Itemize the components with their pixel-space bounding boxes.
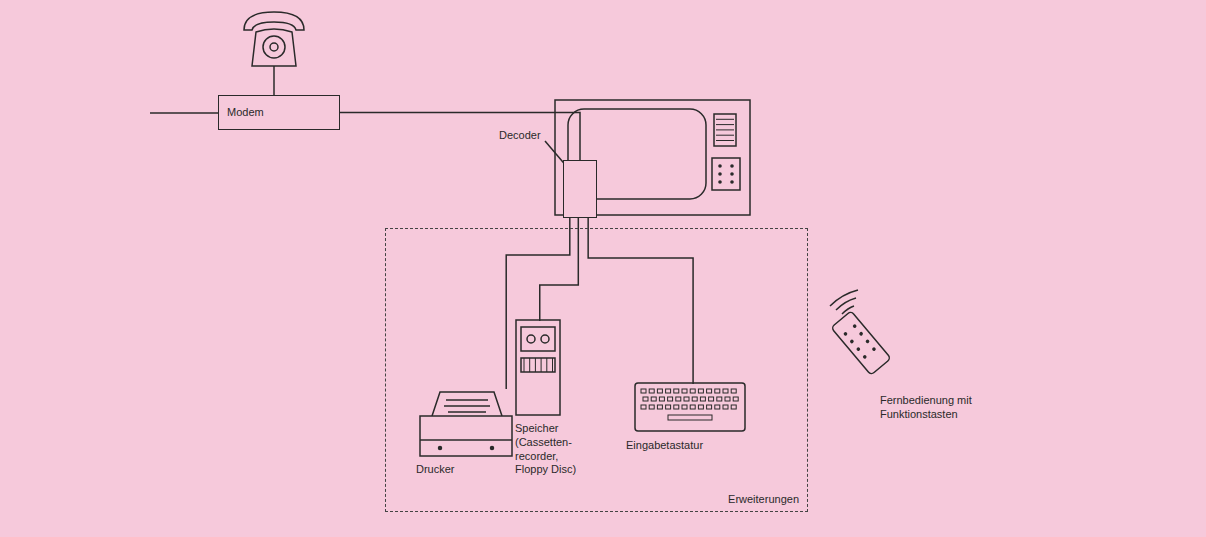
- key: [707, 389, 712, 393]
- tv-key-dot: [718, 172, 722, 176]
- storage-slot-line: [552, 358, 553, 372]
- remote-key: [859, 331, 864, 336]
- key: [641, 405, 646, 409]
- remote-key: [843, 331, 848, 336]
- remote-key: [862, 354, 867, 359]
- remote-key: [856, 347, 861, 352]
- tv-key-dot: [718, 180, 722, 184]
- tv-grid-line: [716, 129, 734, 130]
- key: [674, 389, 679, 393]
- key: [676, 397, 681, 401]
- key: [682, 405, 687, 409]
- extensions-region: Erweiterungen DruckerSpeicher (Cassetten-…: [385, 228, 808, 512]
- key: [682, 389, 687, 393]
- key: [698, 389, 703, 393]
- key: [717, 397, 722, 401]
- key: [707, 405, 712, 409]
- region-label: Erweiterungen: [726, 493, 801, 507]
- key: [668, 397, 673, 401]
- printer-icon: [420, 392, 512, 456]
- key: [709, 397, 714, 401]
- key: [666, 405, 671, 409]
- key: [666, 389, 671, 393]
- key: [723, 389, 728, 393]
- connector-line: [340, 113, 580, 161]
- key: [725, 397, 730, 401]
- telephone-icon: [244, 12, 304, 95]
- key: [649, 389, 654, 393]
- box-label: Modem: [227, 106, 264, 120]
- remote-key: [871, 347, 876, 352]
- key: [651, 397, 656, 401]
- key: [723, 405, 728, 409]
- key: [698, 405, 703, 409]
- modem-box: Modem: [218, 95, 340, 130]
- key: [700, 397, 705, 401]
- connector-line: [506, 218, 570, 389]
- key: [674, 405, 679, 409]
- key: [649, 405, 654, 409]
- keyboard-device: Eingabetastatur: [626, 384, 755, 453]
- key: [731, 405, 736, 409]
- device-label: Speicher (Cassetten- recorder, Floppy Di…: [515, 422, 590, 477]
- decoder-box: Decoder: [563, 160, 597, 218]
- tv-grid-line: [716, 119, 734, 120]
- remote-key: [865, 339, 870, 344]
- key: [692, 397, 697, 401]
- tv-grid-line: [716, 140, 734, 141]
- key: [641, 389, 646, 393]
- key: [731, 389, 736, 393]
- phone-line: [150, 112, 218, 114]
- printer-device: Drucker: [416, 389, 513, 477]
- box-label: Decoder: [498, 129, 542, 143]
- storage-icon: [516, 320, 560, 415]
- remote-control-label: Fernbedienung mit Funktionstasten: [880, 394, 992, 422]
- key: [657, 405, 662, 409]
- tv-key-dot: [730, 172, 734, 176]
- remote-control-icon: [830, 290, 891, 375]
- remote-key: [852, 324, 857, 329]
- key: [684, 397, 689, 401]
- key: [690, 389, 695, 393]
- key: [657, 389, 662, 393]
- key: [643, 397, 648, 401]
- storage-slot-line: [541, 358, 542, 372]
- keyboard-icon: [635, 383, 745, 431]
- space-bar: [668, 415, 712, 420]
- storage-slot-line: [535, 358, 536, 372]
- storage-slot-line: [529, 358, 530, 372]
- tv-grid-line: [716, 135, 734, 136]
- connector-line: [588, 218, 693, 384]
- device-label: Drucker: [416, 463, 513, 477]
- key: [659, 397, 664, 401]
- key: [733, 397, 738, 401]
- storage-slot-line: [524, 358, 525, 372]
- storage-device: Speicher (Cassetten- recorder, Floppy Di…: [515, 321, 590, 477]
- key: [690, 405, 695, 409]
- key: [715, 389, 720, 393]
- connector-line: [540, 218, 579, 321]
- tv-key-dot: [718, 164, 722, 168]
- device-label: Eingabetastatur: [626, 439, 755, 453]
- tv-key-dot: [730, 180, 734, 184]
- tv-grid-line: [716, 124, 734, 125]
- remote-key: [849, 339, 854, 344]
- key: [715, 405, 720, 409]
- storage-slot-line: [546, 358, 547, 372]
- tv-key-dot: [730, 164, 734, 168]
